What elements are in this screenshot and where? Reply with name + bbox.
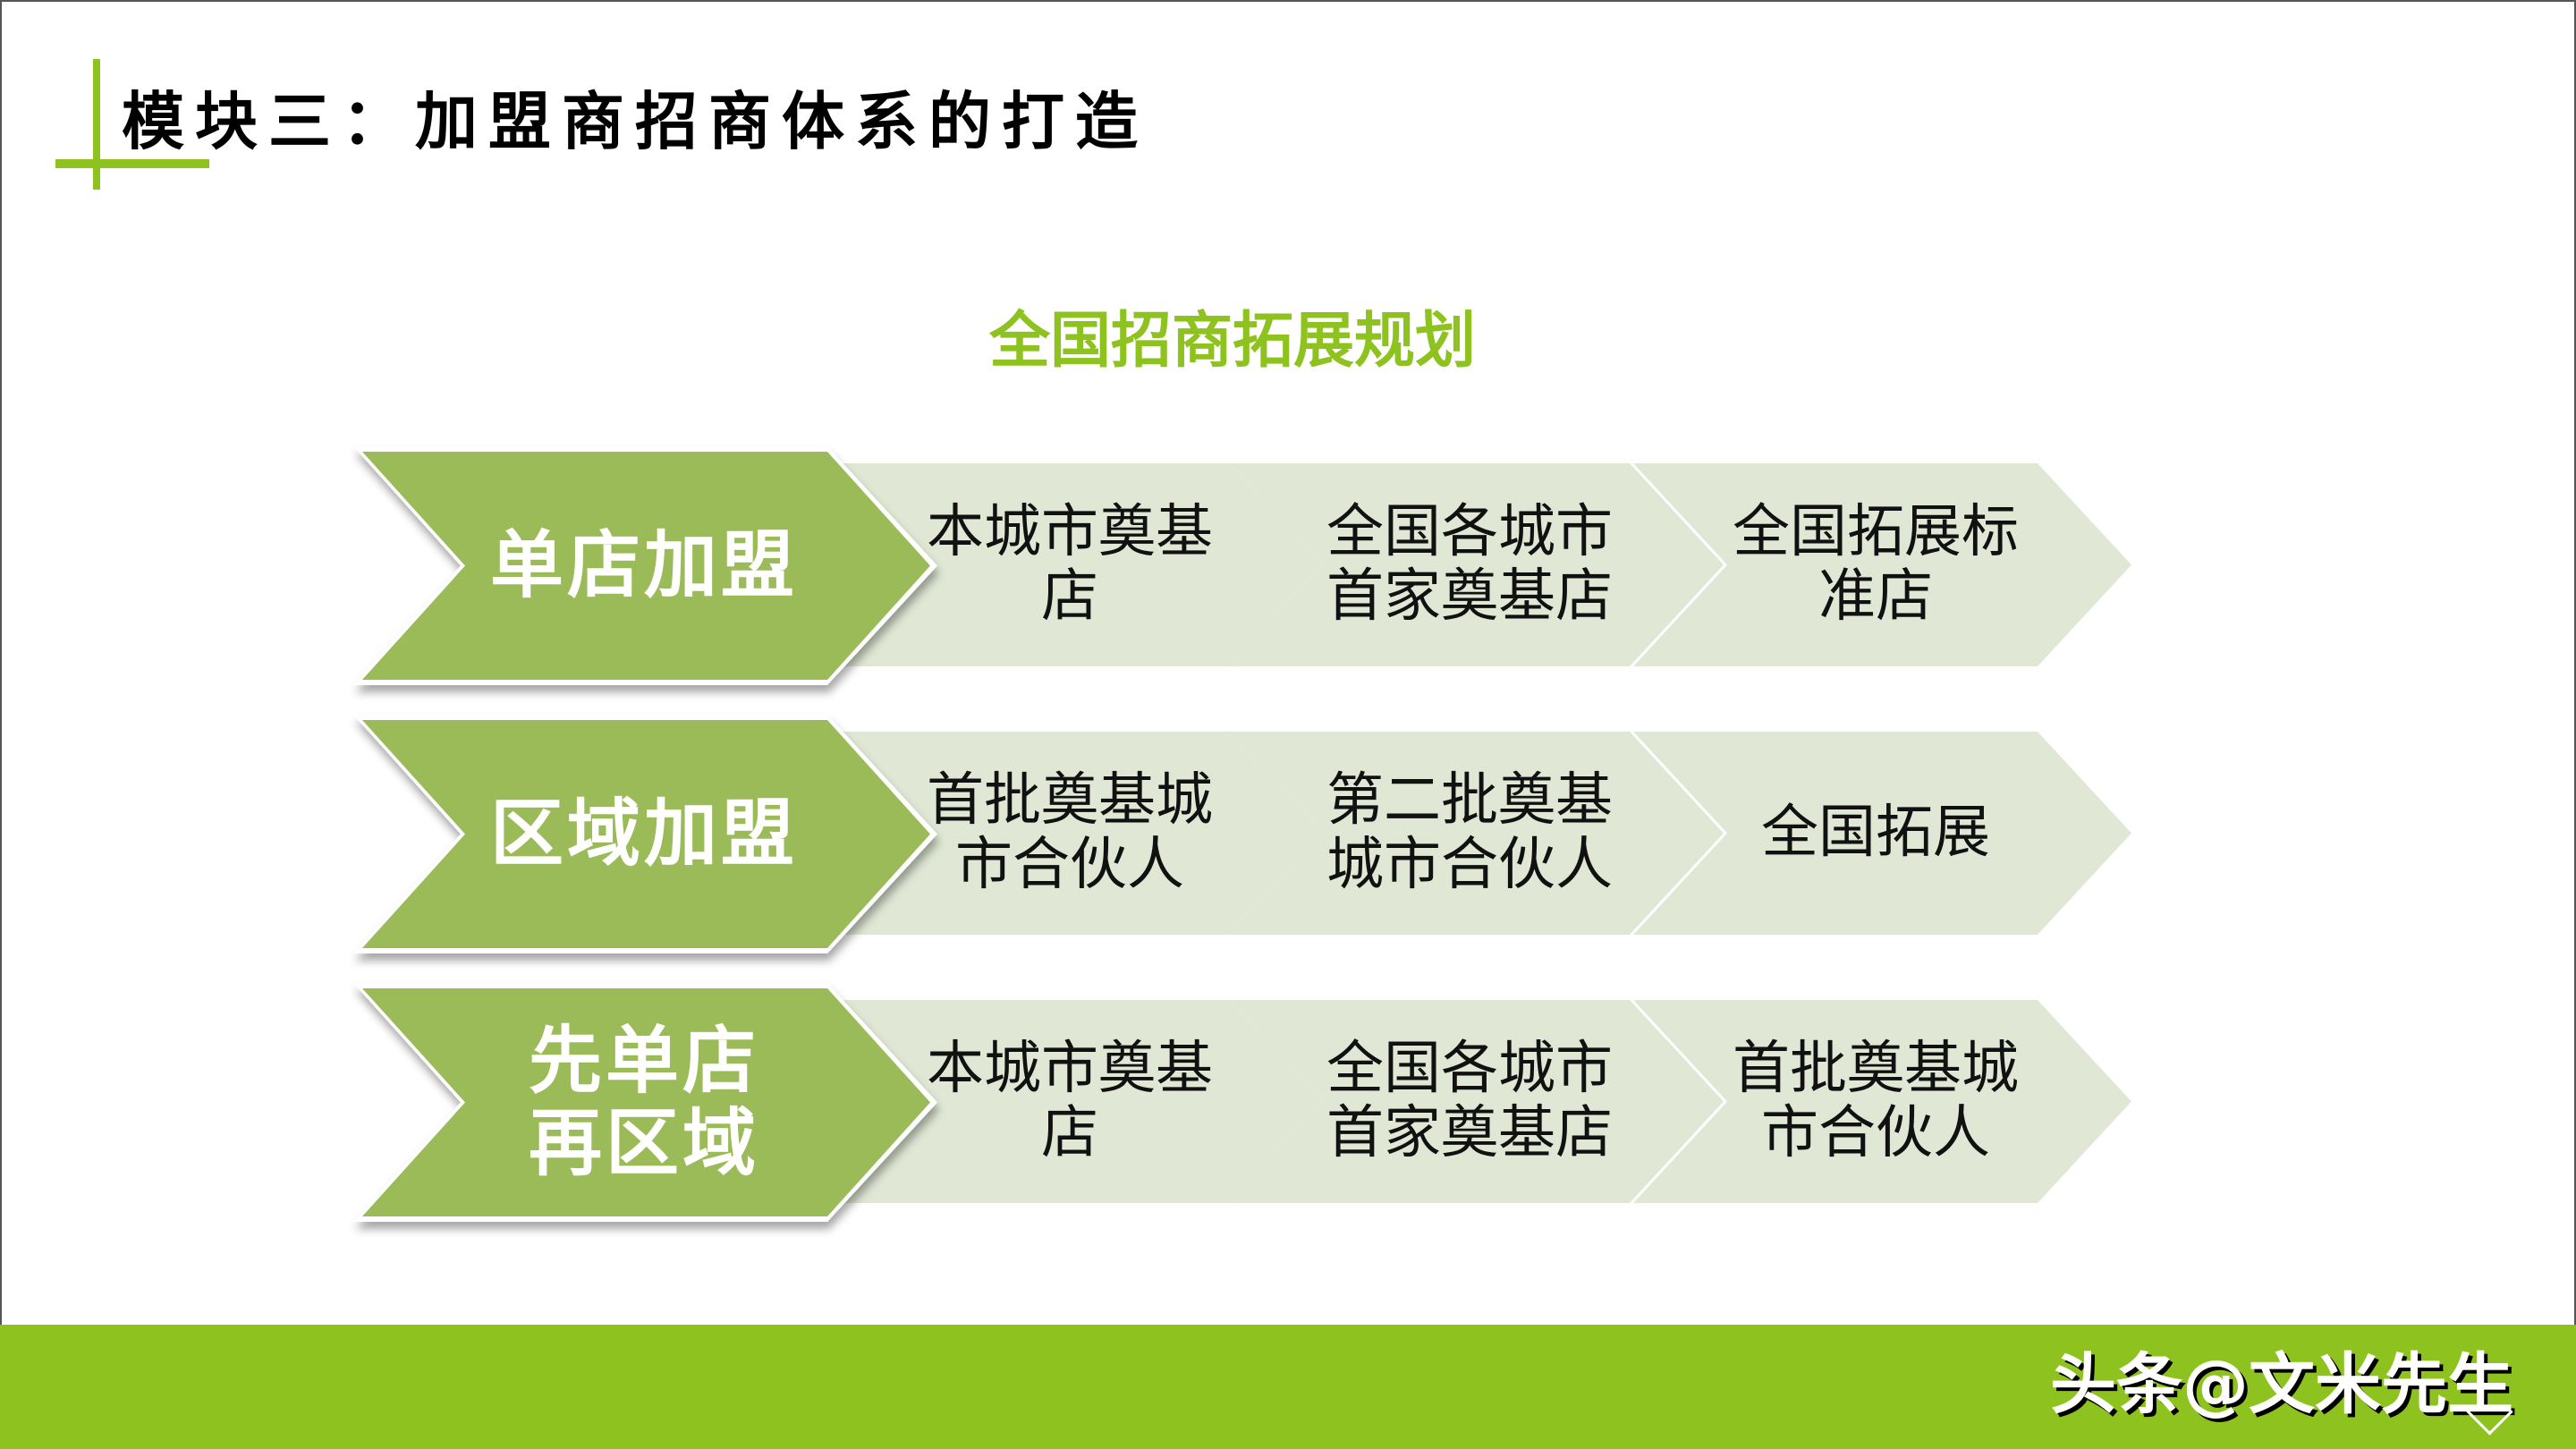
row-label: 先单店 再区域 <box>528 1018 759 1186</box>
row-label: 单店加盟 <box>489 522 798 608</box>
step-chevron <box>830 1000 1323 1203</box>
title-accent-horizontal-line <box>55 159 209 168</box>
step-label: 首批奠基城 市合伙人 <box>927 767 1213 898</box>
step-label: 全国拓展标 准店 <box>1733 498 2019 630</box>
step-chevron <box>1633 1000 2131 1203</box>
footer-bar <box>0 1325 2576 1449</box>
step-chevron <box>1229 1000 1724 1203</box>
step-label: 第二批奠基 城市合伙人 <box>1326 767 1613 898</box>
step-chevron <box>1633 732 2131 935</box>
step-label: 全国拓展 <box>1761 799 1990 866</box>
step-label: 本城市奠基 店 <box>927 498 1213 630</box>
step-label: 本城市奠基 店 <box>927 1035 1213 1166</box>
lead-chevron <box>362 988 930 1216</box>
page-title: 模块三：加盟商招商体系的打造 <box>122 85 1148 158</box>
step-label: 首批奠基城 市合伙人 <box>1733 1035 2019 1166</box>
step-chevron <box>1229 463 1724 666</box>
row-label: 区域加盟 <box>489 791 798 877</box>
step-label: 全国各城市 首家奠基店 <box>1326 1035 1613 1166</box>
lead-chevron <box>362 720 930 948</box>
title-accent-vertical-line <box>93 59 100 190</box>
step-chevron <box>1229 732 1724 935</box>
step-chevron <box>830 732 1323 935</box>
lead-chevron <box>362 452 930 680</box>
step-label: 全国各城市 首家奠基店 <box>1326 498 1613 630</box>
diagram-title: 全国招商拓展规划 <box>988 306 1476 377</box>
watermark: 头条@文米先生 <box>2050 1346 2513 1423</box>
step-chevron <box>1633 463 2131 666</box>
step-chevron <box>830 463 1323 666</box>
